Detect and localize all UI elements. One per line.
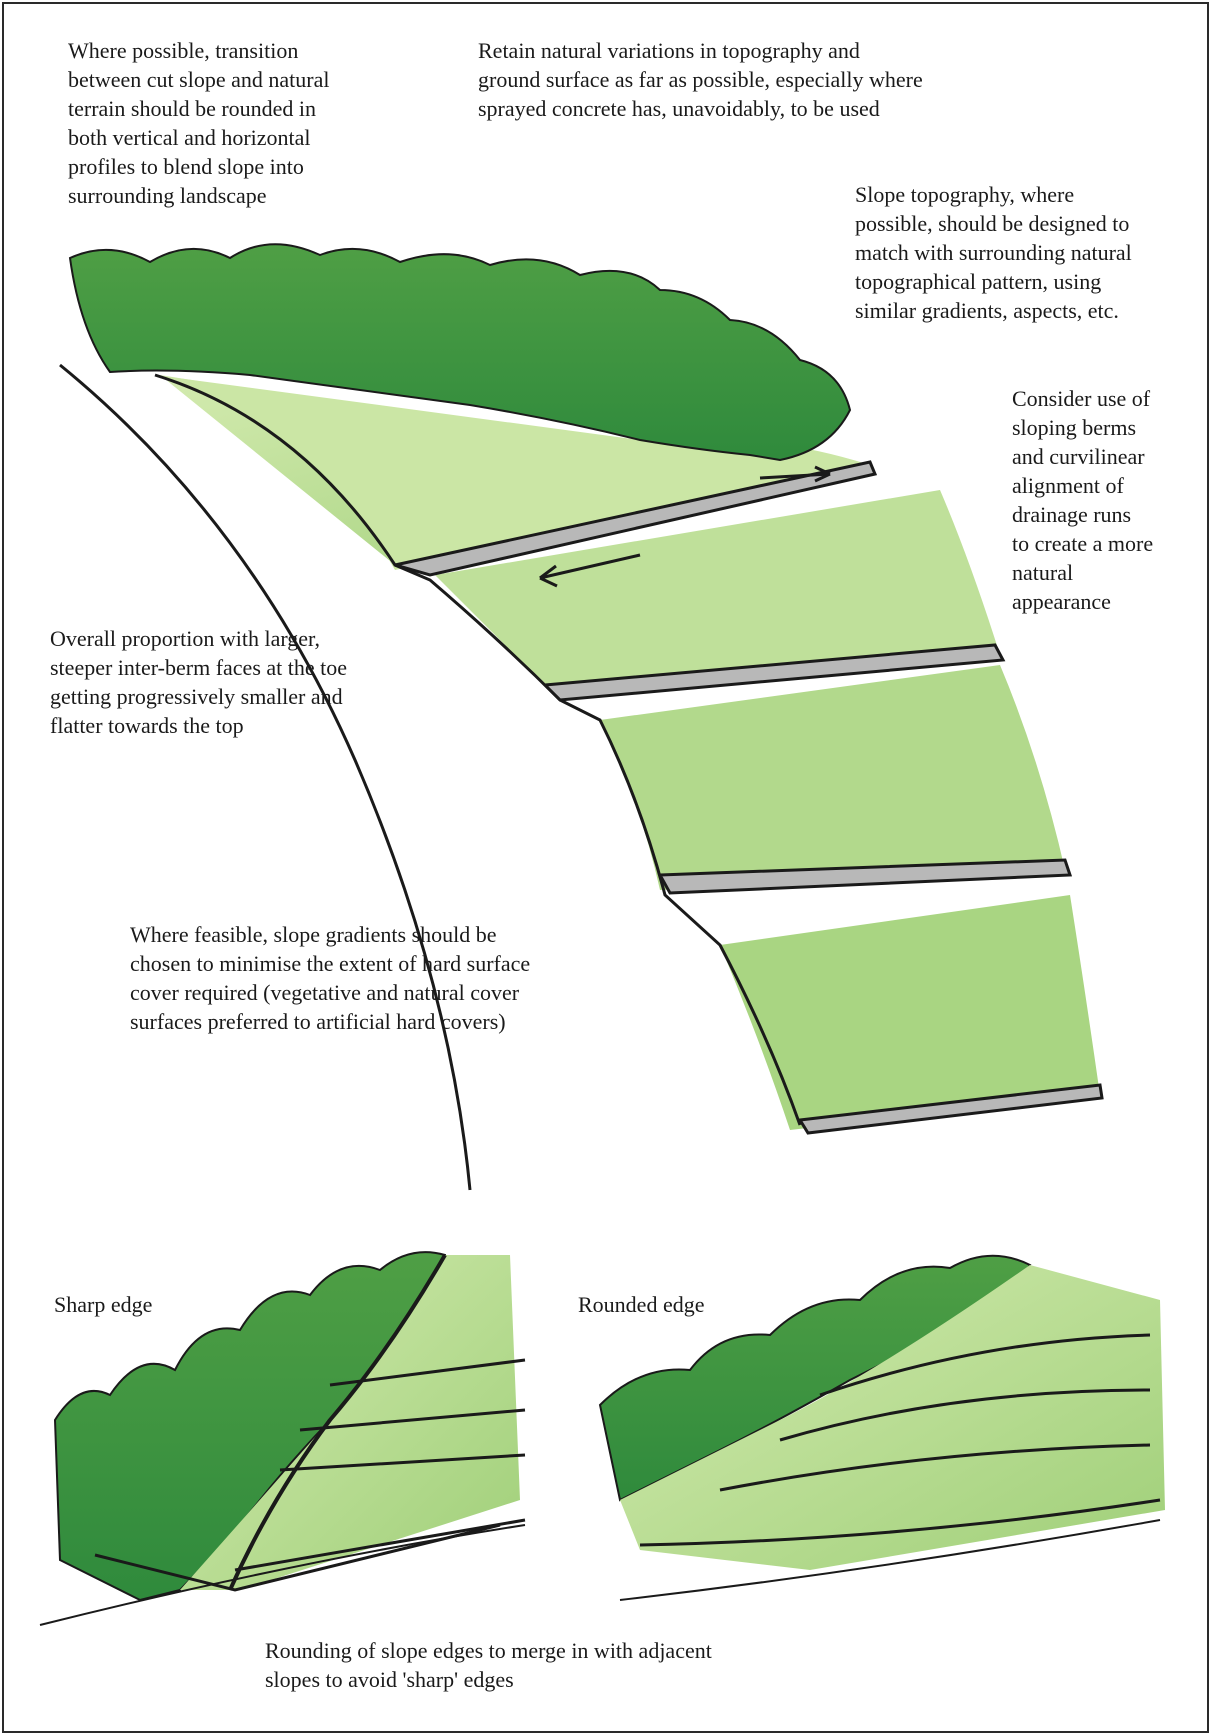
label-rounded-edge: Rounded edge	[578, 1290, 704, 1319]
annotation-top-center: Retain natural variations in topography …	[478, 36, 923, 123]
annotation-right-middle: Consider use of sloping berms and curvil…	[1012, 384, 1153, 616]
annotation-top-left: Where possible, transition between cut s…	[68, 36, 329, 210]
annotation-bottom: Rounding of slope edges to merge in with…	[265, 1636, 712, 1694]
annotation-top-right: Slope topography, where possible, should…	[855, 180, 1132, 325]
annotation-left-middle: Overall proportion with larger, steeper …	[50, 624, 347, 740]
annotation-center: Where feasible, slope gradients should b…	[130, 920, 530, 1036]
slope-face-4	[600, 665, 1065, 890]
label-sharp-edge: Sharp edge	[54, 1290, 152, 1319]
